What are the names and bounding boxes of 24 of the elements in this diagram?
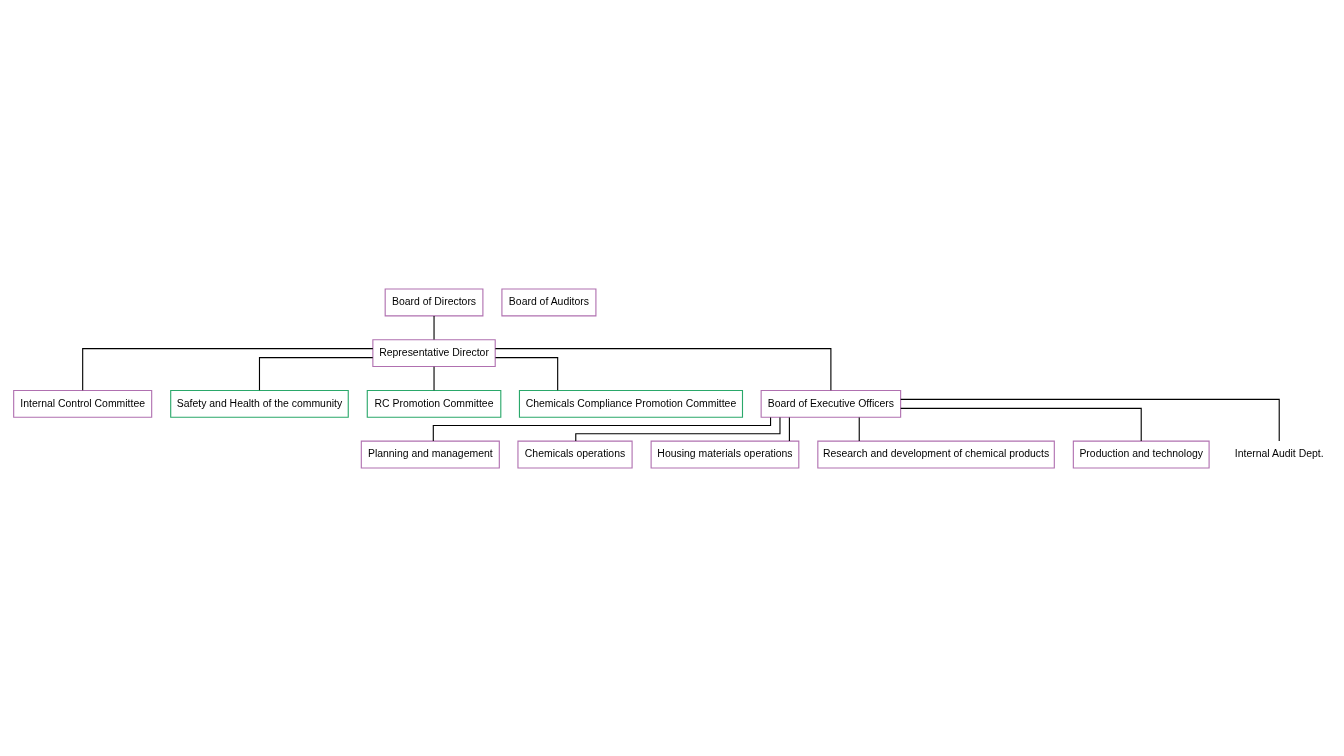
node-box: Planning and management	[360, 440, 500, 469]
node-box: Chemicals operations	[517, 440, 633, 469]
node-box: Chemicals Compliance Promotion Committee	[518, 389, 744, 418]
node-box: RC Promotion Committee	[366, 389, 502, 418]
connector	[258, 356, 374, 391]
connector	[788, 416, 790, 441]
connector	[433, 314, 435, 340]
node-text: Internal Audit Dept.	[1234, 447, 1324, 459]
node-box: Housing materials operations	[650, 440, 800, 469]
connector	[900, 407, 1142, 441]
node-box: Research and development of chemical products	[817, 440, 1055, 469]
connector	[900, 398, 1280, 441]
node-box: Representative Director	[372, 338, 496, 367]
node-box: Board of Auditors	[501, 287, 597, 316]
node-box: Board of Executive Officers	[760, 389, 902, 418]
node-box: Internal Control Committee	[13, 389, 153, 418]
connector	[494, 356, 559, 391]
connector	[82, 347, 374, 391]
node-box: Safety and Health of the community	[170, 389, 349, 418]
connector	[494, 347, 832, 391]
connector	[858, 416, 860, 441]
node-box: Production and technology	[1072, 440, 1210, 469]
connector	[575, 416, 781, 442]
node-box: Board of Directors	[384, 287, 484, 316]
